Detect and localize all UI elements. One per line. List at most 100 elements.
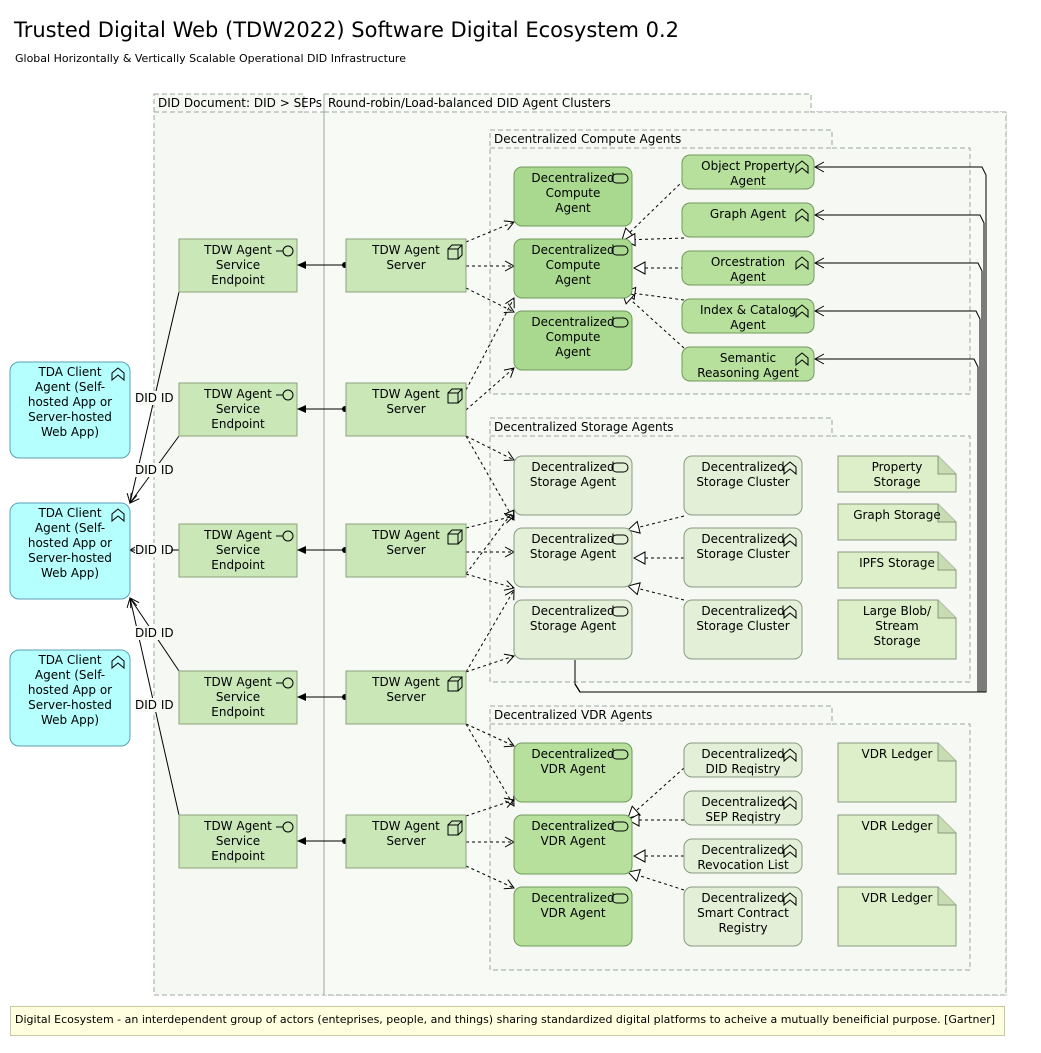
storage-type-2[interactable]: Graph Storage [837, 503, 957, 541]
server-agent-connector [465, 723, 515, 748]
tda-client-agent-text-line: Agent (Self- [35, 380, 105, 394]
did-id-label-bg [135, 626, 171, 640]
storage-type-4-text-line: Storage [874, 634, 921, 648]
compute-role-3-text-line: Orcestration [711, 255, 785, 269]
process-icon [611, 534, 629, 545]
vdr-registry-1-text-line: Decentralized [701, 747, 784, 761]
tda-client-agent-text-line: TDA Client [37, 653, 101, 667]
tdw-agent-service-endpoint-text-line: Service [216, 690, 260, 704]
tdw-agent-server-text-line: Server [386, 834, 425, 848]
decentralized-storage-cluster-text-line: Decentralized [701, 604, 784, 618]
interface-icon [276, 677, 294, 689]
role-icon [795, 160, 809, 175]
decentralized-vdr-agent-text-line: Decentralized [531, 819, 614, 833]
storage-type-3[interactable]: IPFS Storage [837, 551, 957, 589]
decentralized-storage-agent-text-line: Decentralized [531, 604, 614, 618]
group-compute-agents-label: Decentralized Compute Agents [494, 132, 681, 146]
server-agent-connector [465, 512, 515, 529]
server-agent-connector [465, 509, 515, 575]
did-id-label-bg [135, 463, 171, 477]
tdw-agent-server-text-line: TDW Agent [371, 528, 440, 542]
server-agent-connector [465, 589, 515, 673]
decentralized-compute-agent-text-line: Compute [546, 330, 601, 344]
tda-client-agent-text-line: Server-hosted [28, 551, 112, 565]
group-vdr-agents-label: Decentralized VDR Agents [494, 708, 652, 722]
vdr-registry-4-text-line: Smart Contract [697, 906, 789, 920]
decentralized-vdr-agent-text-line: VDR Agent [540, 906, 605, 920]
vdr-ledger[interactable]: VDR Ledger [837, 742, 957, 803]
decentralized-vdr-agent-text-line: Decentralized [531, 747, 614, 761]
tdw-agent-service-endpoint-text-line: Endpoint [211, 417, 265, 431]
tda-client-agent-text-line: Agent (Self- [35, 668, 105, 682]
tdw-agent-server-text-line: Server [386, 258, 425, 272]
role-icon [111, 655, 125, 670]
vdr-ledger[interactable]: VDR Ledger [837, 814, 957, 875]
role-agent-connector [621, 179, 685, 241]
did-id-label: DID ID [135, 463, 174, 477]
compute-role-2[interactable]: Graph Agent [681, 202, 815, 238]
role-icon [783, 796, 797, 811]
server-agent-connector [465, 865, 515, 890]
decentralized-storage-cluster-text-line: Storage Cluster [696, 475, 789, 489]
vdr-ledger[interactable]: VDR Ledger [837, 886, 957, 947]
tdw-agent-service-endpoint-text-line: TDW Agent [203, 675, 272, 689]
process-icon [611, 821, 629, 832]
tdw-agent-server-text-line: Server [386, 543, 425, 557]
role-icon [783, 605, 797, 620]
tdw-agent-service-endpoint-text-line: TDW Agent [203, 528, 272, 542]
registry-agent-connector [627, 767, 685, 819]
storage-type-4-text-line: Large Blob/ [863, 604, 932, 618]
interface-icon [276, 821, 294, 833]
role-icon [783, 461, 797, 476]
tdw-agent-service-endpoint-text-line: Service [216, 543, 260, 557]
tda-client-agent-text-line: Web App) [41, 566, 99, 580]
tdw-agent-server-text-line: Server [386, 402, 425, 416]
decentralized-vdr-agent-text-line: VDR Agent [540, 762, 605, 776]
node-icon [447, 388, 463, 404]
tdw-agent-service-endpoint-text-line: TDW Agent [203, 243, 272, 257]
server-agent-connector [465, 797, 515, 817]
decentralized-storage-cluster-text-line: Storage Cluster [696, 619, 789, 633]
decentralized-storage-agent-text-line: Storage Agent [530, 619, 617, 633]
vdr-ledger-text-line: VDR Ledger [861, 891, 932, 905]
compute-role-4-text-line: Agent [730, 318, 766, 332]
role-icon [111, 508, 125, 523]
server-agent-connector [465, 435, 515, 461]
